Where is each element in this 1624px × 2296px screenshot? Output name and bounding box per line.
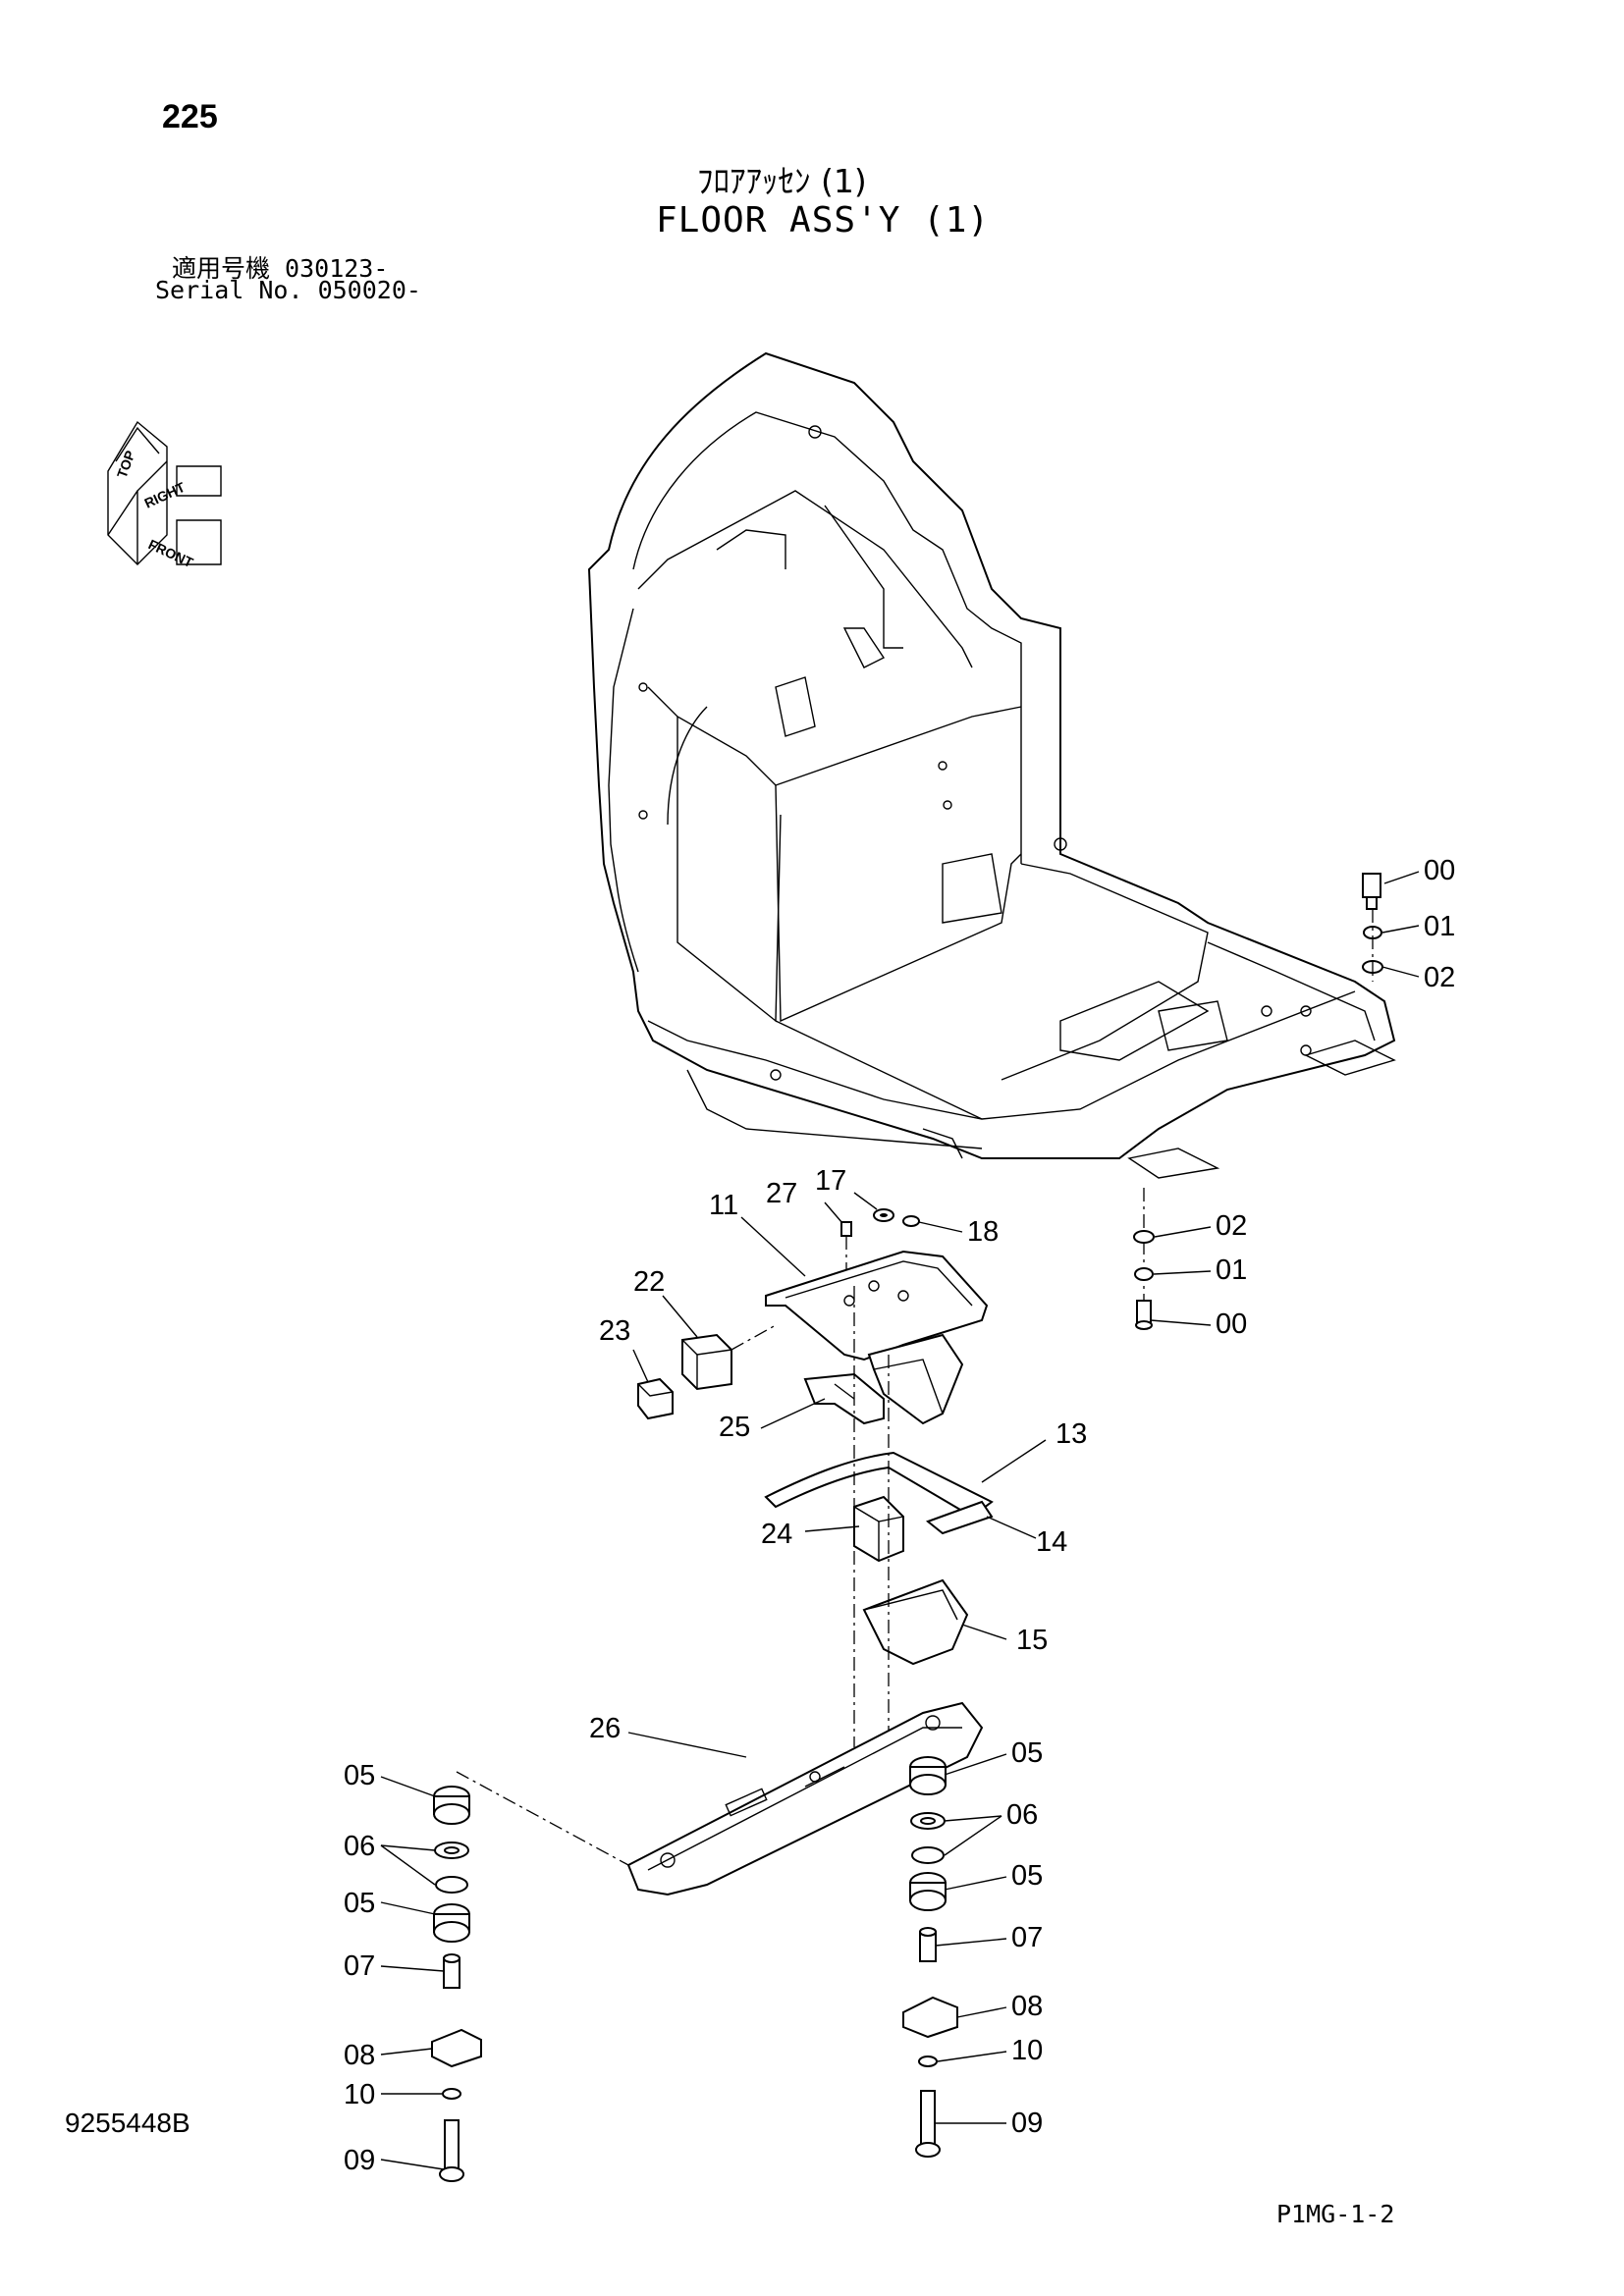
orientation-label-top: TOP <box>114 449 138 480</box>
callout-24: 24 <box>761 1519 792 1550</box>
callout-27: 27 <box>766 1178 797 1209</box>
callout-00-lower: 00 <box>1216 1308 1247 1340</box>
callout-02-lower: 02 <box>1216 1210 1247 1242</box>
callout-14: 14 <box>1036 1526 1067 1558</box>
callout-18: 18 <box>967 1216 999 1248</box>
callout-05-left-top: 05 <box>344 1760 375 1791</box>
callout-10-left: 10 <box>344 2079 375 2110</box>
callout-02-top: 02 <box>1424 962 1455 993</box>
title-english: FLOOR ASS'Y (1) <box>656 200 991 240</box>
lower-right-fasteners <box>1133 1188 1155 1330</box>
floor-frame <box>587 351 1396 1179</box>
callout-09-left: 09 <box>344 2145 375 2176</box>
callout-01-lower: 01 <box>1216 1255 1247 1286</box>
orientation-cube-icon: TOP RIGHT FRONT <box>107 420 222 570</box>
callout-07-right: 07 <box>1011 1922 1043 1953</box>
callout-23: 23 <box>599 1315 630 1347</box>
callout-11: 11 <box>709 1190 738 1221</box>
callout-06-left: 06 <box>344 1831 375 1862</box>
callout-15: 15 <box>1016 1625 1048 1656</box>
document-number: 9255448B <box>65 2108 190 2138</box>
part-15-cover <box>862 1578 969 1666</box>
left-mount-stack <box>431 1786 482 2182</box>
part-11-bracket <box>765 1250 989 1425</box>
callout-06-right: 06 <box>1006 1799 1038 1831</box>
leader-lines <box>380 871 1420 2170</box>
right-mount-stack <box>902 1756 958 2158</box>
serial-range-english: Serial No. 050020- <box>155 276 421 304</box>
orientation-label-front: FRONT <box>146 536 196 570</box>
page-number: 225 <box>162 98 218 135</box>
callout-05-right-mid: 05 <box>1011 1860 1043 1892</box>
serial-range-japanese: 適用号機 030123- <box>172 254 389 283</box>
part-25-clip <box>803 1372 885 1425</box>
callout-26: 26 <box>589 1713 621 1744</box>
title-japanese: ﾌﾛｱｱｯｾﾝ (1) <box>697 162 867 200</box>
callout-08-right: 08 <box>1011 1991 1043 2022</box>
upper-right-fasteners <box>1362 873 1383 982</box>
part-14-end-cap <box>925 1500 994 1535</box>
callout-05-right-top: 05 <box>1011 1737 1043 1769</box>
callout-09-right: 09 <box>1011 2108 1043 2139</box>
callout-01-top: 01 <box>1424 911 1455 942</box>
callout-22: 22 <box>633 1266 665 1298</box>
callout-25: 25 <box>719 1412 750 1443</box>
callout-labels: 00 01 02 02 01 00 27 17 18 11 22 23 25 1… <box>344 855 1455 2176</box>
orientation-label-right: RIGHT <box>142 479 189 511</box>
callout-13: 13 <box>1056 1418 1087 1450</box>
part-22-block <box>681 1333 732 1391</box>
callout-17: 17 <box>815 1165 846 1197</box>
page-code: P1MG-1-2 <box>1276 2200 1395 2228</box>
center-top-fasteners <box>840 1208 920 1306</box>
part-24-block <box>853 1495 904 1563</box>
part-23-block <box>637 1377 674 1420</box>
callout-08-left: 08 <box>344 2040 375 2071</box>
part-26-plate <box>626 1701 984 1896</box>
callout-10-right: 10 <box>1011 2035 1043 2066</box>
callout-07-left: 07 <box>344 1950 375 1982</box>
callout-00-top: 00 <box>1424 855 1455 886</box>
callout-05-left-mid: 05 <box>344 1888 375 1919</box>
